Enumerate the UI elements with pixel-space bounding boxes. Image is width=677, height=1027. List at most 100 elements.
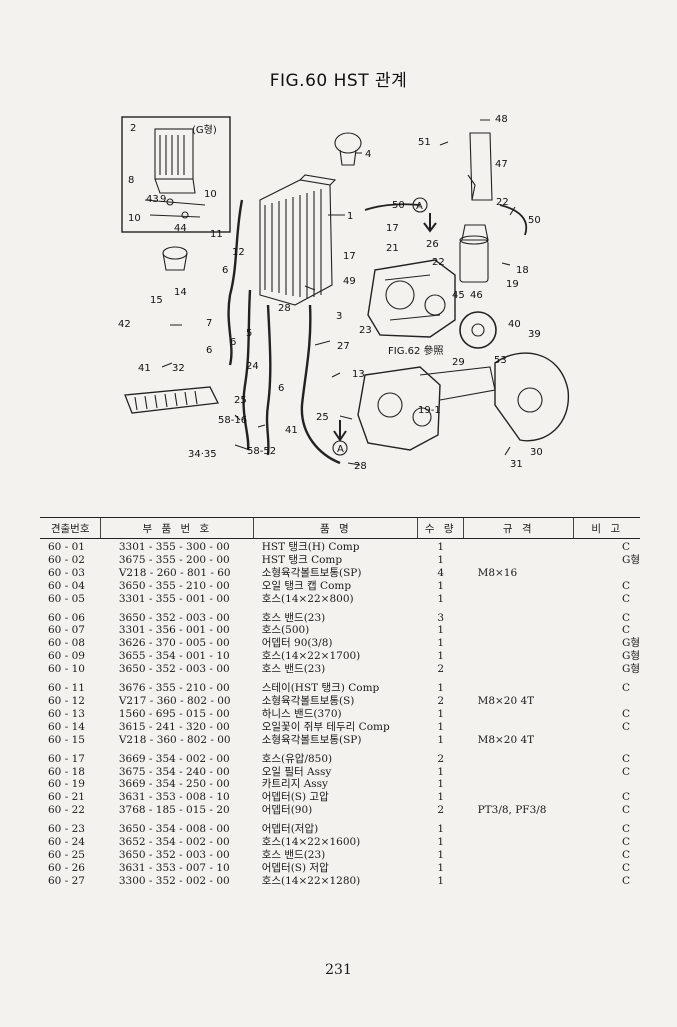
cell-qty: 1 [437,682,445,695]
callout-label: 31 [510,459,523,470]
cell-part: 3300 - 352 - 002 - 00 [118,874,230,887]
cell-qty: 1 [437,650,445,663]
cell-note: C [621,752,630,765]
callout-label: 6 [222,265,228,276]
cell-no: 60 - 11 [48,682,85,695]
cell-name: 오일 필터 Assy [261,765,332,778]
cell-no: 60 - 06 [48,611,85,624]
callout-label: 22 [496,197,509,208]
cell-spec: M8×16 [477,566,518,579]
cell-qty: 1 [437,707,445,720]
cell-name: 오일 탱크 캡 Comp [261,579,352,592]
cell-qty: 1 [437,624,445,637]
cell-part: 3768 - 185 - 015 - 20 [118,804,230,817]
cell-no: 60 - 01 [48,541,85,553]
cell-part: 3676 - 355 - 210 - 00 [118,682,230,695]
cell-note: C [621,720,630,733]
cell-spec [464,612,574,625]
cell-qty: 1 [437,836,445,849]
cell-name: 호스(유압/850) [261,752,333,765]
cell-qty: 2 [437,663,445,676]
callout-label: 10 [204,189,217,200]
callout-label: 43 [146,194,159,205]
cell-spec: M8×20 4T [477,694,535,707]
callout-label: 23 [359,325,372,336]
callout-label: 5 [246,328,252,339]
callout-label: 6 [278,383,284,394]
cell-qty: 1 [437,720,445,733]
cell-part: V218 - 260 - 801 - 60 [118,566,231,579]
callout-label: 45 [452,290,465,301]
callout-label: A [337,444,344,455]
cell-note: C [621,804,630,817]
cell-qty: 1 [437,592,445,605]
cell-note: C [621,861,630,874]
cell-name: 어뎁터(저압) [261,823,319,836]
callout-label: 25 [316,412,329,423]
cell-spec [464,580,574,593]
cell-no: 60 - 03 [48,566,85,579]
cell-spec [464,823,574,836]
cell-qty: 1 [437,553,445,566]
cell-spec [464,791,574,804]
callout-label: 58-52 [247,446,276,457]
cell-note: C [621,579,630,592]
cell-qty: 1 [437,791,445,804]
cell-part: 3650 - 355 - 210 - 00 [118,579,230,592]
callout-label: 48 [495,114,508,125]
cell-no: 60 - 08 [48,637,85,650]
header-spec: 규 격 [463,517,574,539]
callout-label: 53 [494,355,507,366]
callout-label: 28 [354,461,367,472]
cell-no: 60 - 26 [48,861,85,874]
cell-spec [464,778,574,791]
cell-part: 3655 - 354 - 001 - 10 [118,650,230,663]
cell-no: 60 - 07 [48,624,85,637]
callout-label: A [416,201,423,212]
cell-name: HST 탱크(H) Comp [261,541,360,553]
cell-part: 3650 - 352 - 003 - 00 [118,848,230,861]
cell-no: 60 - 14 [48,720,85,733]
cell-spec [464,682,574,695]
cell-name: 호스(14×22×800) [261,592,354,605]
cell-no: 60 - 02 [48,553,85,566]
callout-label: 51 [418,137,431,148]
cell-qty: 1 [437,637,445,650]
cell-note: G형 [621,663,640,676]
cell-part: V218 - 360 - 802 - 00 [118,733,231,746]
cell-qty: 2 [437,752,445,765]
cell-note: C [621,836,630,849]
cell-part: 3650 - 352 - 003 - 00 [118,611,230,624]
cell-name: 호스(14×22×1600) [261,836,361,849]
cell-note: C [621,848,630,861]
page-number: 231 [325,962,352,978]
callout-label: 41 [285,425,298,436]
cell-spec [464,593,574,606]
cell-qty: 1 [437,579,445,592]
callout-label: 17 [343,251,356,262]
callout-label: 27 [337,341,350,352]
cell-no: 60 - 27 [48,874,85,887]
cell-qty: 1 [437,541,445,553]
cell-no: 60 - 25 [48,848,85,861]
cell-name: 오일꽃이 쥐부 테두리 Comp [261,720,390,733]
cell-name: 소형육각볼트보통(SP) [261,733,362,746]
cell-spec [464,836,574,849]
cell-qty: 2 [437,804,445,817]
cell-note [574,734,640,747]
cell-name: 호스(14×22×1280) [261,874,361,887]
cell-note: C [621,791,630,804]
cell-spec [464,875,574,888]
callout-label: 1 [347,211,353,222]
cell-no: 60 - 12 [48,694,85,707]
callout-label: 46 [470,290,483,301]
